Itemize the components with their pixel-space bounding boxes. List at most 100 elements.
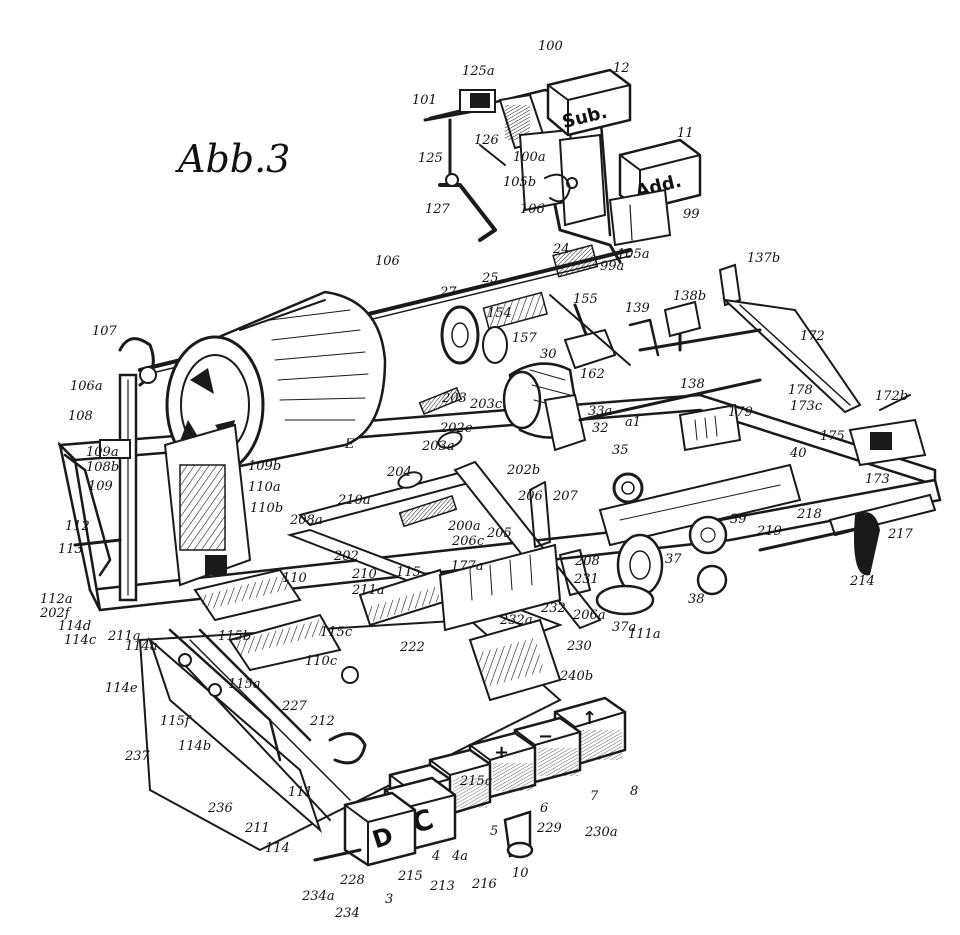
label-ref: 115b	[218, 629, 251, 644]
label-ref: 204	[386, 465, 412, 480]
label-ref: 112	[65, 519, 90, 534]
label-ref: 173c	[790, 399, 823, 414]
label-ref: 7	[590, 789, 599, 804]
label-ref: 240b	[559, 669, 593, 684]
label-ref: 172	[800, 329, 825, 344]
label-ref: 5	[490, 824, 498, 839]
label-ref: 100a	[513, 150, 546, 165]
label-ref: 210	[351, 567, 377, 582]
label-ref: 173	[865, 472, 890, 487]
label-ref: 37a	[612, 620, 636, 635]
label-ref: 178	[788, 383, 813, 398]
label-ref: 114c	[64, 633, 97, 648]
label-ref: 109b	[248, 459, 281, 474]
label-ref: 232	[540, 601, 566, 616]
label-ref: 172b	[875, 389, 908, 404]
label-ref: 125	[418, 151, 443, 166]
label-ref: 8	[630, 784, 638, 799]
label-ref: 111a	[628, 627, 661, 642]
label-ref: 114	[265, 841, 290, 856]
label-ref: 109a	[86, 445, 119, 460]
label-ref: 109	[88, 479, 113, 494]
label-ref: 230	[566, 639, 592, 654]
label-ref: 105a	[617, 247, 650, 262]
label-ref: 114b	[178, 739, 211, 754]
label-ref: 237	[124, 749, 151, 764]
label-ref: 203c	[469, 397, 503, 412]
label-ref: 99a	[600, 259, 624, 274]
label-ref: 162	[580, 367, 605, 382]
label-ref: 110	[282, 571, 307, 586]
label-ref: 27	[439, 285, 457, 300]
label-ref: 218	[796, 507, 822, 522]
key-arrow-label: ↑	[582, 708, 597, 729]
label-ref: 30	[540, 347, 557, 362]
label-ref: 206a	[572, 608, 606, 623]
left-lower-mechanism	[168, 568, 367, 765]
label-ref: 107	[92, 324, 118, 339]
label-ref: 206	[517, 489, 543, 504]
label-ref: 177a	[451, 559, 484, 574]
label-ref: 11	[677, 126, 694, 141]
label-ref: 215	[397, 869, 423, 884]
knob-10[interactable]	[503, 810, 534, 859]
label-ref: 214	[849, 574, 875, 589]
label-ref: 138b	[673, 289, 706, 304]
left-column-assembly	[63, 337, 252, 602]
label-ref: 127	[425, 202, 451, 217]
label-ref: E	[344, 437, 355, 452]
label-ref: 6	[540, 801, 548, 816]
label-ref: 38	[688, 592, 705, 607]
label-ref: 105b	[503, 175, 536, 190]
label-ref: 179	[728, 405, 753, 420]
label-ref: 115f	[160, 714, 192, 729]
label-ref: 211a	[107, 629, 141, 644]
top-key-assembly: Sub. Add.	[423, 68, 702, 264]
label-ref: 234a	[301, 889, 335, 904]
label-ref: 232a	[499, 613, 533, 628]
label-ref: 236	[207, 801, 233, 816]
label-ref: 106a	[70, 379, 103, 394]
label-ref: 110b	[250, 501, 283, 516]
label-ref: 3	[385, 892, 393, 907]
label-ref: 138	[680, 377, 705, 392]
label-ref: 215a	[459, 774, 493, 789]
label-ref: 24	[552, 242, 570, 257]
label-ref: 234	[334, 906, 360, 921]
label-ref: 213	[429, 879, 455, 894]
label-ref: 229	[536, 821, 562, 836]
label-ref: 203a	[421, 439, 455, 454]
key-d[interactable]: D	[343, 791, 417, 867]
label-ref: 202b	[506, 463, 540, 478]
label-ref: 35	[612, 443, 629, 458]
label-ref: 211a	[351, 583, 385, 598]
label-ref: 125a	[462, 64, 495, 79]
right-upper-assembly	[628, 263, 927, 467]
label-ref: 212	[309, 714, 335, 729]
reference-labels: 100 12 125a 101 126 125 100a 105b 11 127…	[39, 39, 914, 921]
key-plus-label: +	[494, 742, 509, 763]
label-ref: 111	[288, 785, 313, 800]
label-ref: 200a	[447, 519, 481, 534]
label-ref: 106	[520, 202, 545, 217]
key-minus-label: −	[538, 726, 553, 747]
label-ref: 39	[730, 512, 747, 527]
label-ref: 202e	[439, 421, 473, 436]
label-ref: 203	[441, 391, 467, 406]
label-ref: 110a	[248, 480, 281, 495]
label-ref: 206c	[451, 534, 485, 549]
label-ref: 139	[625, 301, 650, 316]
label-ref: 110c	[305, 654, 338, 669]
label-ref: 32	[592, 421, 609, 436]
label-ref: 114d	[58, 619, 91, 634]
rack-gear-assembly	[595, 463, 802, 616]
label-ref: 99	[683, 207, 700, 222]
front-keys: ↑ − +	[313, 696, 627, 867]
label-ref: 106	[375, 254, 400, 269]
label-ref: 219	[756, 524, 782, 539]
middle-linkage	[286, 386, 602, 702]
label-ref: 231	[573, 572, 599, 587]
label-ref: 25	[481, 271, 499, 286]
label-ref: 108	[68, 409, 93, 424]
